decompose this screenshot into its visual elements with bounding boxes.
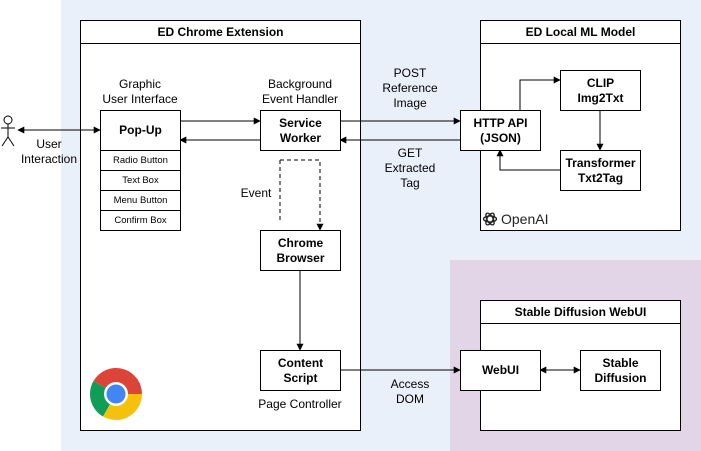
ml-model-title: ED Local ML Model [481, 21, 680, 44]
popup-node[interactable]: Pop-Up [100, 110, 181, 151]
chrome-extension-title: ED Chrome Extension [81, 21, 360, 44]
transformer-node[interactable]: Transformer Txt2Tag [560, 150, 641, 191]
openai-label: OpenAI [501, 211, 549, 227]
popup-option-menu-button[interactable]: Menu Button [100, 191, 181, 211]
transformer-to-api-arrow [496, 149, 560, 171]
service-worker-node[interactable]: Service Worker [260, 110, 341, 151]
chrome-browser-node[interactable]: Chrome Browser [260, 230, 341, 271]
api-to-clip-arrow [519, 76, 561, 110]
popup-option-radio-button[interactable]: Radio Button [100, 151, 181, 171]
content-script-node[interactable]: Content Script [260, 350, 341, 391]
http-api-node[interactable]: HTTP API (JSON) [460, 110, 541, 151]
user-interaction-label: User Interaction [20, 137, 78, 166]
chrome-logo-icon [89, 367, 142, 421]
event-label: Event [240, 186, 272, 200]
openai-logo-icon [482, 212, 498, 226]
post-edge-label: POST Reference Image [382, 66, 438, 110]
stable-diffusion-title: Stable Diffusion WebUI [481, 301, 680, 324]
access-dom-edge-label: Access DOM [390, 377, 430, 406]
popup-option-text-box[interactable]: Text Box [100, 171, 181, 191]
page-controller-caption: Page Controller [258, 397, 342, 411]
get-edge-label: GET Extracted Tag [384, 146, 436, 190]
popup-caption: Graphic User Interface [102, 77, 178, 106]
stable-diffusion-node[interactable]: Stable Diffusion [580, 350, 661, 391]
webui-node[interactable]: WebUI [460, 350, 541, 391]
stick-figure-icon [1, 115, 15, 147]
openai-brand: OpenAI [482, 209, 548, 229]
service-worker-caption: Background Event Handler [261, 77, 339, 106]
clip-node[interactable]: CLIP Img2Txt [560, 70, 641, 111]
popup-option-confirm-box[interactable]: Confirm Box [100, 211, 181, 231]
